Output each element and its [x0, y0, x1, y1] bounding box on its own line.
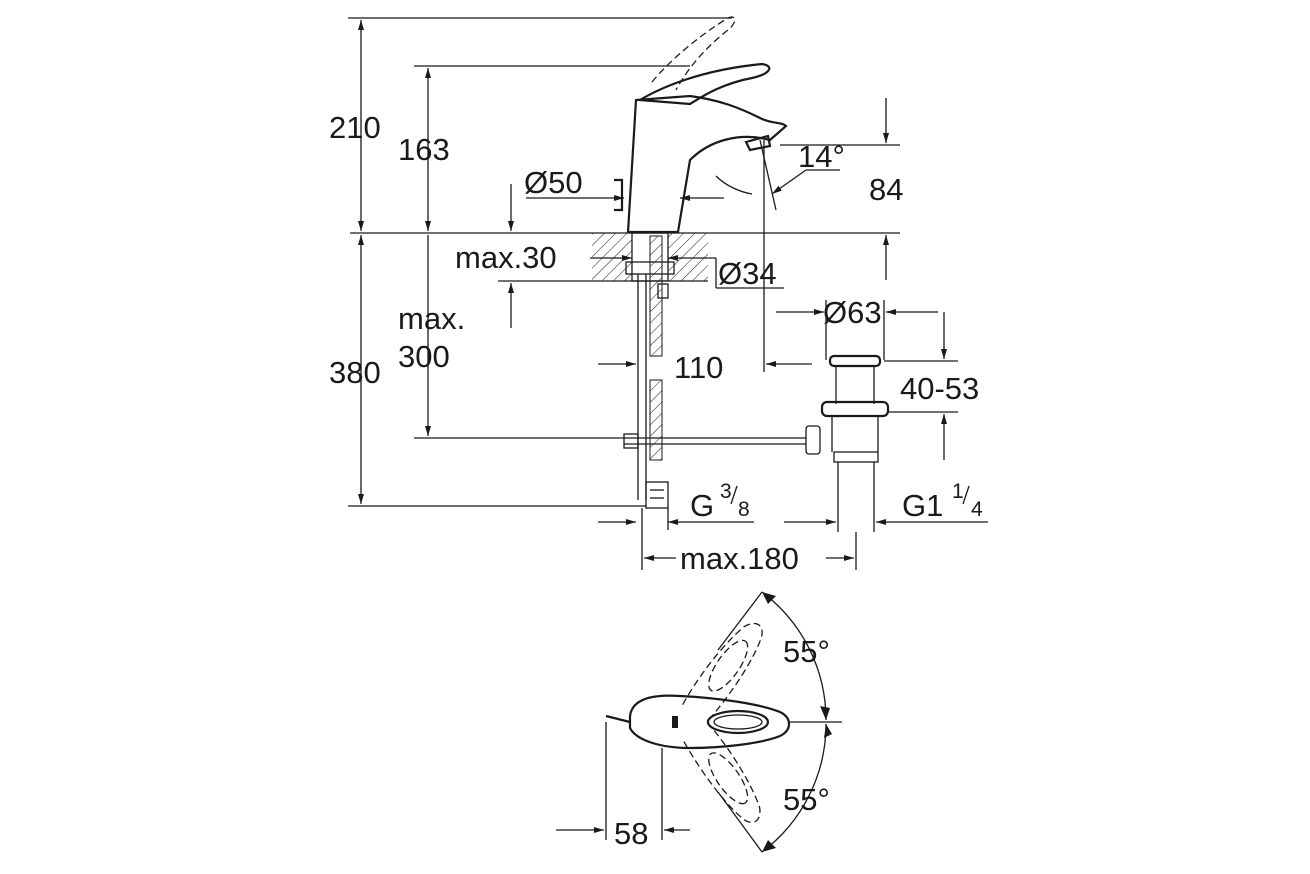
- temp-indicator: [672, 716, 678, 728]
- mounting-shank: [625, 232, 675, 509]
- plan-view: 55° 55° 58: [556, 591, 842, 853]
- dim-waste-thread-den: 4: [971, 498, 983, 521]
- waste-assembly: [820, 354, 890, 532]
- dim-swivel-angle-top: 55°: [783, 634, 830, 669]
- popup-rod: [614, 178, 624, 212]
- plan-body: [628, 694, 791, 750]
- dim-below-deck-height: 380: [329, 355, 381, 390]
- dim-spout-angle: 14°: [798, 139, 845, 174]
- aerator: [744, 134, 772, 152]
- plan-lever-oval: [706, 709, 770, 735]
- dim-supply-thread-prefix: G: [690, 488, 714, 523]
- dim-deck-thickness: max.30: [455, 240, 557, 275]
- dim-waste-adjust: 40-53: [900, 371, 979, 406]
- dim-waste-thread-prefix: G1: [902, 488, 943, 523]
- dim-hose-length-line1: max.: [398, 301, 465, 336]
- dim-spout-height: 84: [869, 172, 903, 207]
- plan-handle-rotated-bottom: [682, 721, 761, 823]
- dim-hose-length-line2: 300: [398, 339, 450, 374]
- dim-waste-diameter: Ø63: [823, 295, 882, 330]
- plan-handle-rotated-top: [682, 622, 763, 723]
- dim-base-diameter: Ø50: [524, 165, 583, 200]
- dim-overall-height: 210: [329, 110, 381, 145]
- side-view: 210 163 Ø50 14° 84 max.30 Ø34: [329, 16, 988, 576]
- faucet-body: [626, 94, 788, 234]
- dim-waste-thread-num: 1: [952, 480, 964, 503]
- dim-hole-diameter: Ø34: [718, 256, 777, 291]
- dim-spout-reach: 110: [674, 350, 723, 385]
- dim-handle-height: 163: [398, 132, 450, 167]
- dim-supply-thread-den: 8: [738, 498, 750, 521]
- popup-linkage: [623, 425, 821, 455]
- dim-plan-offset: 58: [614, 816, 648, 851]
- dim-max-offset: max.180: [680, 541, 799, 576]
- dim-swivel-angle-bottom: 55°: [783, 782, 830, 817]
- lever-handle-raised: [651, 16, 736, 91]
- dim-supply-thread-num: 3: [720, 480, 732, 503]
- lever-handle: [636, 62, 771, 106]
